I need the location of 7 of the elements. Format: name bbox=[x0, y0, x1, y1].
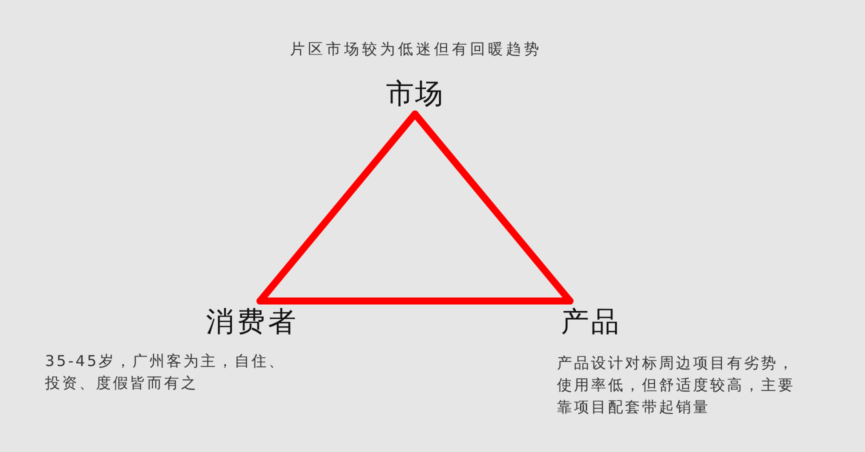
description-text: 片区市场较为低迷但有回暖趋势 bbox=[290, 39, 542, 60]
vertex-label: 消费者 bbox=[206, 304, 299, 340]
vertex-label: 市场 bbox=[386, 77, 444, 111]
description-text: 35-45岁，广州客为主，自住、投资、度假皆而有之 bbox=[45, 351, 287, 394]
triangle-side bbox=[412, 110, 574, 304]
vertex-label: 产品 bbox=[561, 304, 621, 340]
description-text: 产品设计对标周边项目有劣势，使用率低，但舒适度较高，主要靠项目配套带起销量 bbox=[557, 353, 796, 418]
